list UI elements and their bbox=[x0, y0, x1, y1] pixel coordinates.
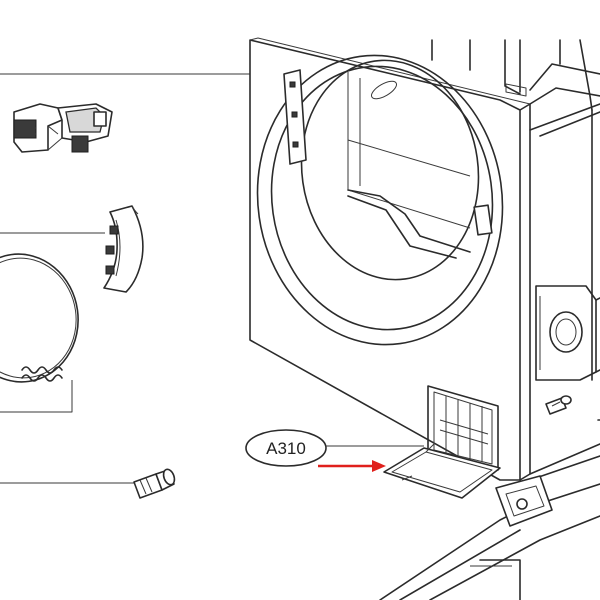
door-hinge-part bbox=[103, 205, 144, 293]
door-lock-switch-part bbox=[13, 103, 113, 153]
callout-bubble bbox=[245, 429, 327, 467]
front-panel bbox=[249, 37, 531, 481]
red-indicator-arrow bbox=[318, 460, 386, 472]
cabinet-side-frame bbox=[431, 39, 600, 481]
callout-a310: A310 bbox=[245, 429, 424, 467]
screw-part bbox=[133, 468, 176, 499]
filter-cover-part bbox=[383, 443, 501, 499]
clamp-ring-part bbox=[0, 253, 79, 383]
leader-line-clamp bbox=[0, 380, 73, 413]
base-frame bbox=[379, 475, 600, 600]
callout-label: A310 bbox=[266, 439, 306, 458]
leader-lines bbox=[0, 73, 250, 484]
clamp-spring bbox=[21, 366, 63, 382]
